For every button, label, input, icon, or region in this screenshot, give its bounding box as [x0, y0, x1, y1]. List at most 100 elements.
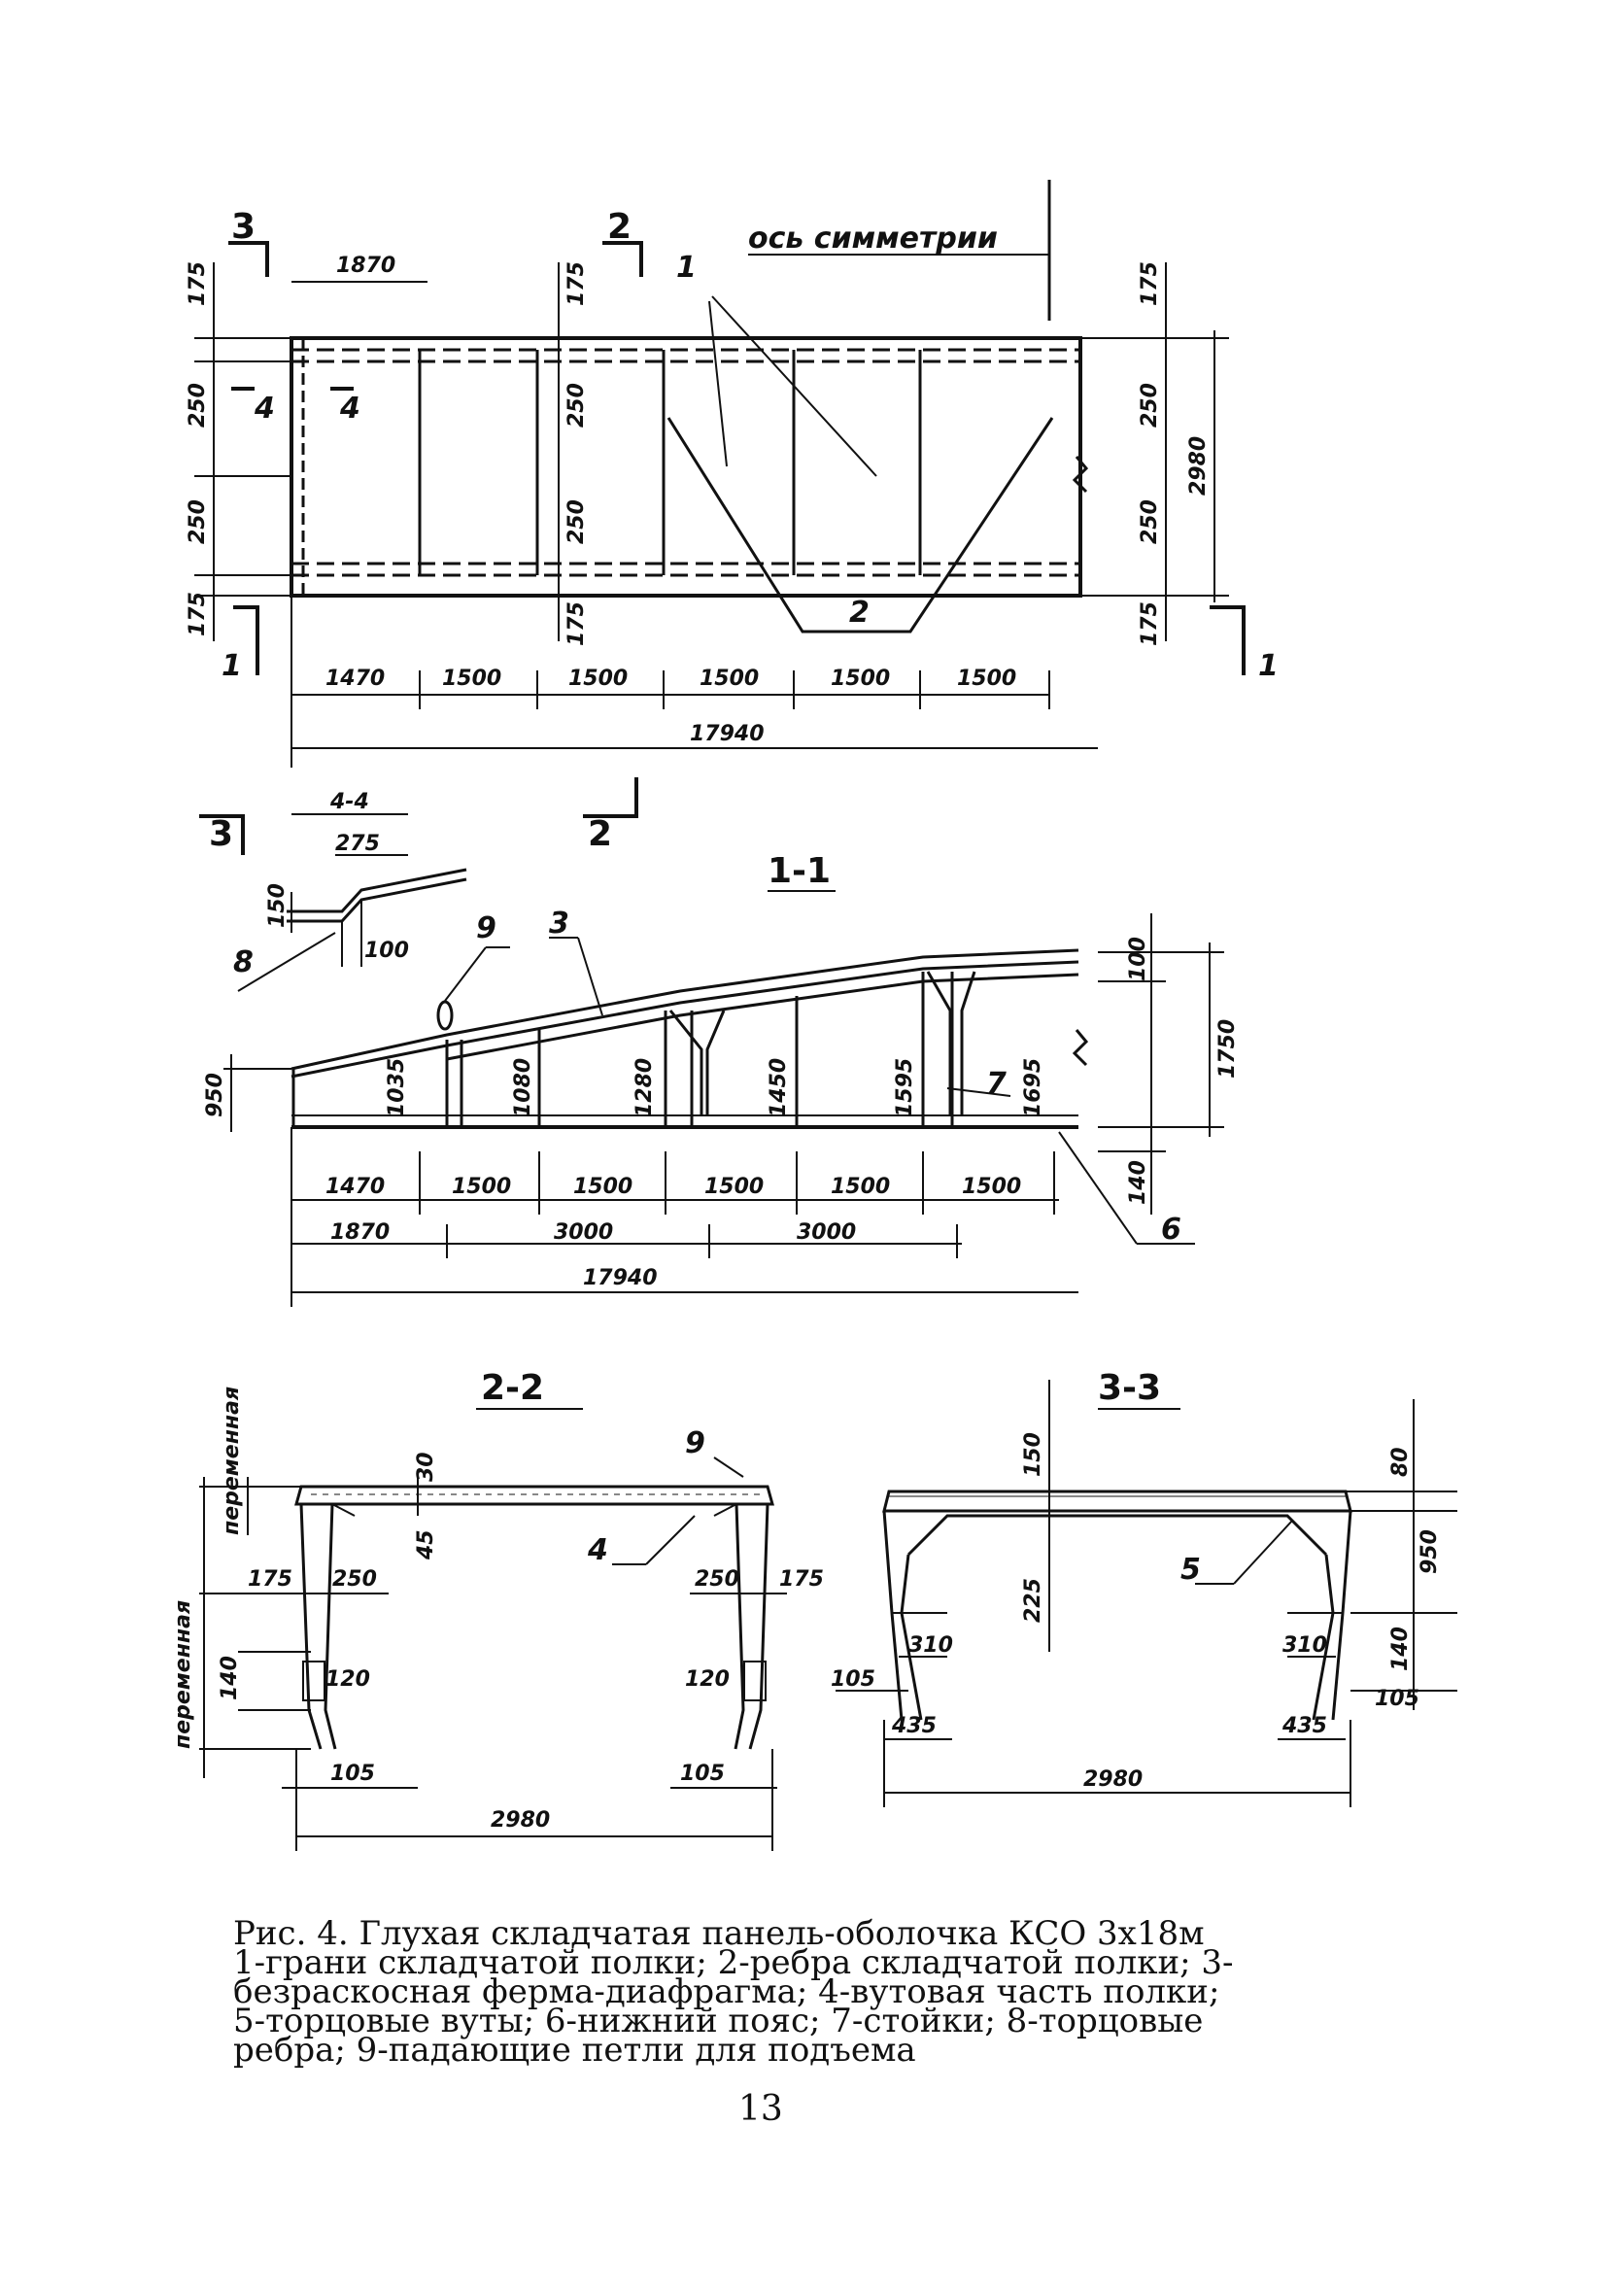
- s33-dim-225: 225: [1021, 1578, 1045, 1623]
- callout-7: 7: [986, 1067, 1007, 1101]
- s33-dim-310-right: 310: [1282, 1633, 1327, 1658]
- s22-dim-105-left: 105: [330, 1762, 375, 1786]
- dim-plan-right-1: 175: [1138, 261, 1162, 306]
- elev-height-1080: 1080: [511, 1058, 535, 1117]
- page-number: 13: [738, 2089, 783, 2129]
- dim-plan-total: 17940: [690, 722, 765, 746]
- s33-dim-105-left: 105: [831, 1667, 875, 1692]
- s22-width: 2980: [491, 1808, 550, 1833]
- elev-bottom-5: 1500: [831, 1175, 890, 1199]
- axis-of-symmetry-label: ось симметрии: [748, 222, 998, 256]
- s22-dim-250-right: 250: [695, 1567, 739, 1592]
- figure-caption: Рис. 4. Глухая складчатая панель-оболочк…: [233, 1914, 1448, 2070]
- elev-bottom-1: 1470: [325, 1175, 385, 1199]
- dim-plan-right-3: 250: [1138, 499, 1162, 544]
- s33-dim-150: 150: [1021, 1432, 1045, 1477]
- s22-dim-120-left: 120: [325, 1667, 370, 1692]
- s22-dim-175-left: 175: [248, 1567, 292, 1592]
- caption-line-5: ребра; 9-падающие петли для подъема: [233, 2031, 916, 2070]
- elev-dim-140: 140: [1126, 1160, 1150, 1205]
- s33-dim-950: 950: [1418, 1529, 1442, 1574]
- caption-line-2: 1-грани складчатой полки; 2-ребра складч…: [233, 1943, 1234, 1982]
- rib-label-2: 2: [849, 596, 870, 630]
- dim-top-1870: 1870: [336, 254, 395, 278]
- caption-line-3: безраскосная ферма-диафрагма; 4-вутовая …: [233, 1972, 1220, 2011]
- s33-dim-80: 80: [1388, 1447, 1413, 1477]
- section-mark-2: 2: [607, 207, 632, 247]
- elev-dim-1750: 1750: [1215, 1019, 1240, 1079]
- dim-plan-bottom-4: 1500: [700, 667, 759, 691]
- section-mark-1-left: 1: [222, 649, 242, 683]
- s33-dim-140: 140: [1388, 1627, 1413, 1671]
- section-mark-1-right: 1: [1258, 649, 1279, 683]
- section-3-3: [836, 1380, 1457, 1807]
- callout-8: 8: [233, 945, 254, 979]
- caption-line-1: Рис. 4. Глухая складчатая панель-оболочк…: [233, 1914, 1205, 1953]
- elev-bottom-2: 1500: [452, 1175, 511, 1199]
- dim-plan-bottom-5: 1500: [831, 667, 890, 691]
- elevation-section-mark-2: 2: [588, 814, 612, 854]
- s33-width: 2980: [1083, 1767, 1143, 1792]
- dim-plan-left-1: 175: [186, 261, 210, 306]
- elev-total: 17940: [583, 1266, 658, 1290]
- callout-9-elevation: 9: [476, 911, 496, 945]
- s22-dim-30: 30: [414, 1452, 438, 1482]
- elev-bottom-3: 1500: [573, 1175, 632, 1199]
- s33-dim-310-left: 310: [908, 1633, 953, 1658]
- rib-label-1: 1: [676, 251, 697, 285]
- dim-plan-left-4: 175: [186, 592, 210, 636]
- elev-height-1035: 1035: [385, 1058, 409, 1117]
- callout-4: 4: [587, 1533, 608, 1567]
- dim-plan-right-2: 250: [1138, 383, 1162, 428]
- section-mark-4-left: 4: [254, 392, 275, 426]
- elev-group-3000-b: 3000: [797, 1220, 856, 1245]
- callout-5: 5: [1180, 1553, 1201, 1587]
- s33-dim-105-right: 105: [1375, 1687, 1419, 1711]
- dim-plan-bottom-2: 1500: [442, 667, 501, 691]
- dim-plan-mid-4: 175: [564, 601, 589, 646]
- callout-6: 6: [1161, 1213, 1181, 1247]
- s22-dim-175-right: 175: [779, 1567, 824, 1592]
- elev-height-1450: 1450: [767, 1058, 791, 1117]
- section-4-4-dim-275: 275: [335, 832, 380, 856]
- s22-dim-140: 140: [218, 1656, 242, 1700]
- dim-plan-mid-3: 250: [564, 499, 589, 544]
- dim-plan-left-3: 250: [186, 499, 210, 544]
- section-2-2: [199, 1408, 787, 1851]
- section-mark-4-right: 4: [339, 392, 360, 426]
- s22-dim-120-right: 120: [685, 1667, 730, 1692]
- side-label-top: переменная: [220, 1387, 244, 1535]
- section-4-4-dim-150: 150: [265, 883, 290, 928]
- s33-dim-435-right: 435: [1281, 1714, 1327, 1738]
- section-3-3-title: 3-3: [1098, 1368, 1161, 1408]
- section-mark-3: 3: [231, 207, 256, 247]
- elev-height-1595: 1595: [893, 1058, 917, 1117]
- elev-height-950: 950: [203, 1073, 227, 1117]
- dim-plan-bottom-1: 1470: [325, 667, 385, 691]
- dim-plan-right-4: 175: [1138, 601, 1162, 646]
- dim-plan-bottom-6: 1500: [957, 667, 1016, 691]
- plan-view: [194, 180, 1246, 768]
- elev-bottom-6: 1500: [962, 1175, 1021, 1199]
- dim-plan-left-2: 250: [186, 383, 210, 428]
- elevation-title: 1-1: [768, 851, 831, 891]
- section-2-2-title: 2-2: [481, 1368, 544, 1408]
- elev-height-1695: 1695: [1021, 1058, 1045, 1117]
- dim-plan-mid-1: 175: [564, 261, 589, 306]
- s22-dim-105-right: 105: [680, 1762, 725, 1786]
- callout-9-section: 9: [685, 1426, 705, 1460]
- elevation-1-1: [223, 890, 1224, 1307]
- s33-dim-435-left: 435: [891, 1714, 937, 1738]
- elev-dim-100: 100: [1126, 937, 1150, 981]
- section-4-4: [199, 777, 638, 992]
- elevation-section-mark-3: 3: [209, 814, 233, 854]
- dim-plan-overall-height: 2980: [1186, 436, 1211, 496]
- dim-plan-mid-2: 250: [564, 383, 589, 428]
- elev-bottom-4: 1500: [704, 1175, 764, 1199]
- elev-group-1870: 1870: [330, 1220, 390, 1245]
- s22-dim-250-left: 250: [332, 1567, 377, 1592]
- elev-height-1280: 1280: [632, 1058, 657, 1117]
- side-label-bottom: переменная: [171, 1600, 195, 1749]
- section-4-4-title: 4-4: [329, 790, 369, 814]
- elev-group-3000-a: 3000: [554, 1220, 613, 1245]
